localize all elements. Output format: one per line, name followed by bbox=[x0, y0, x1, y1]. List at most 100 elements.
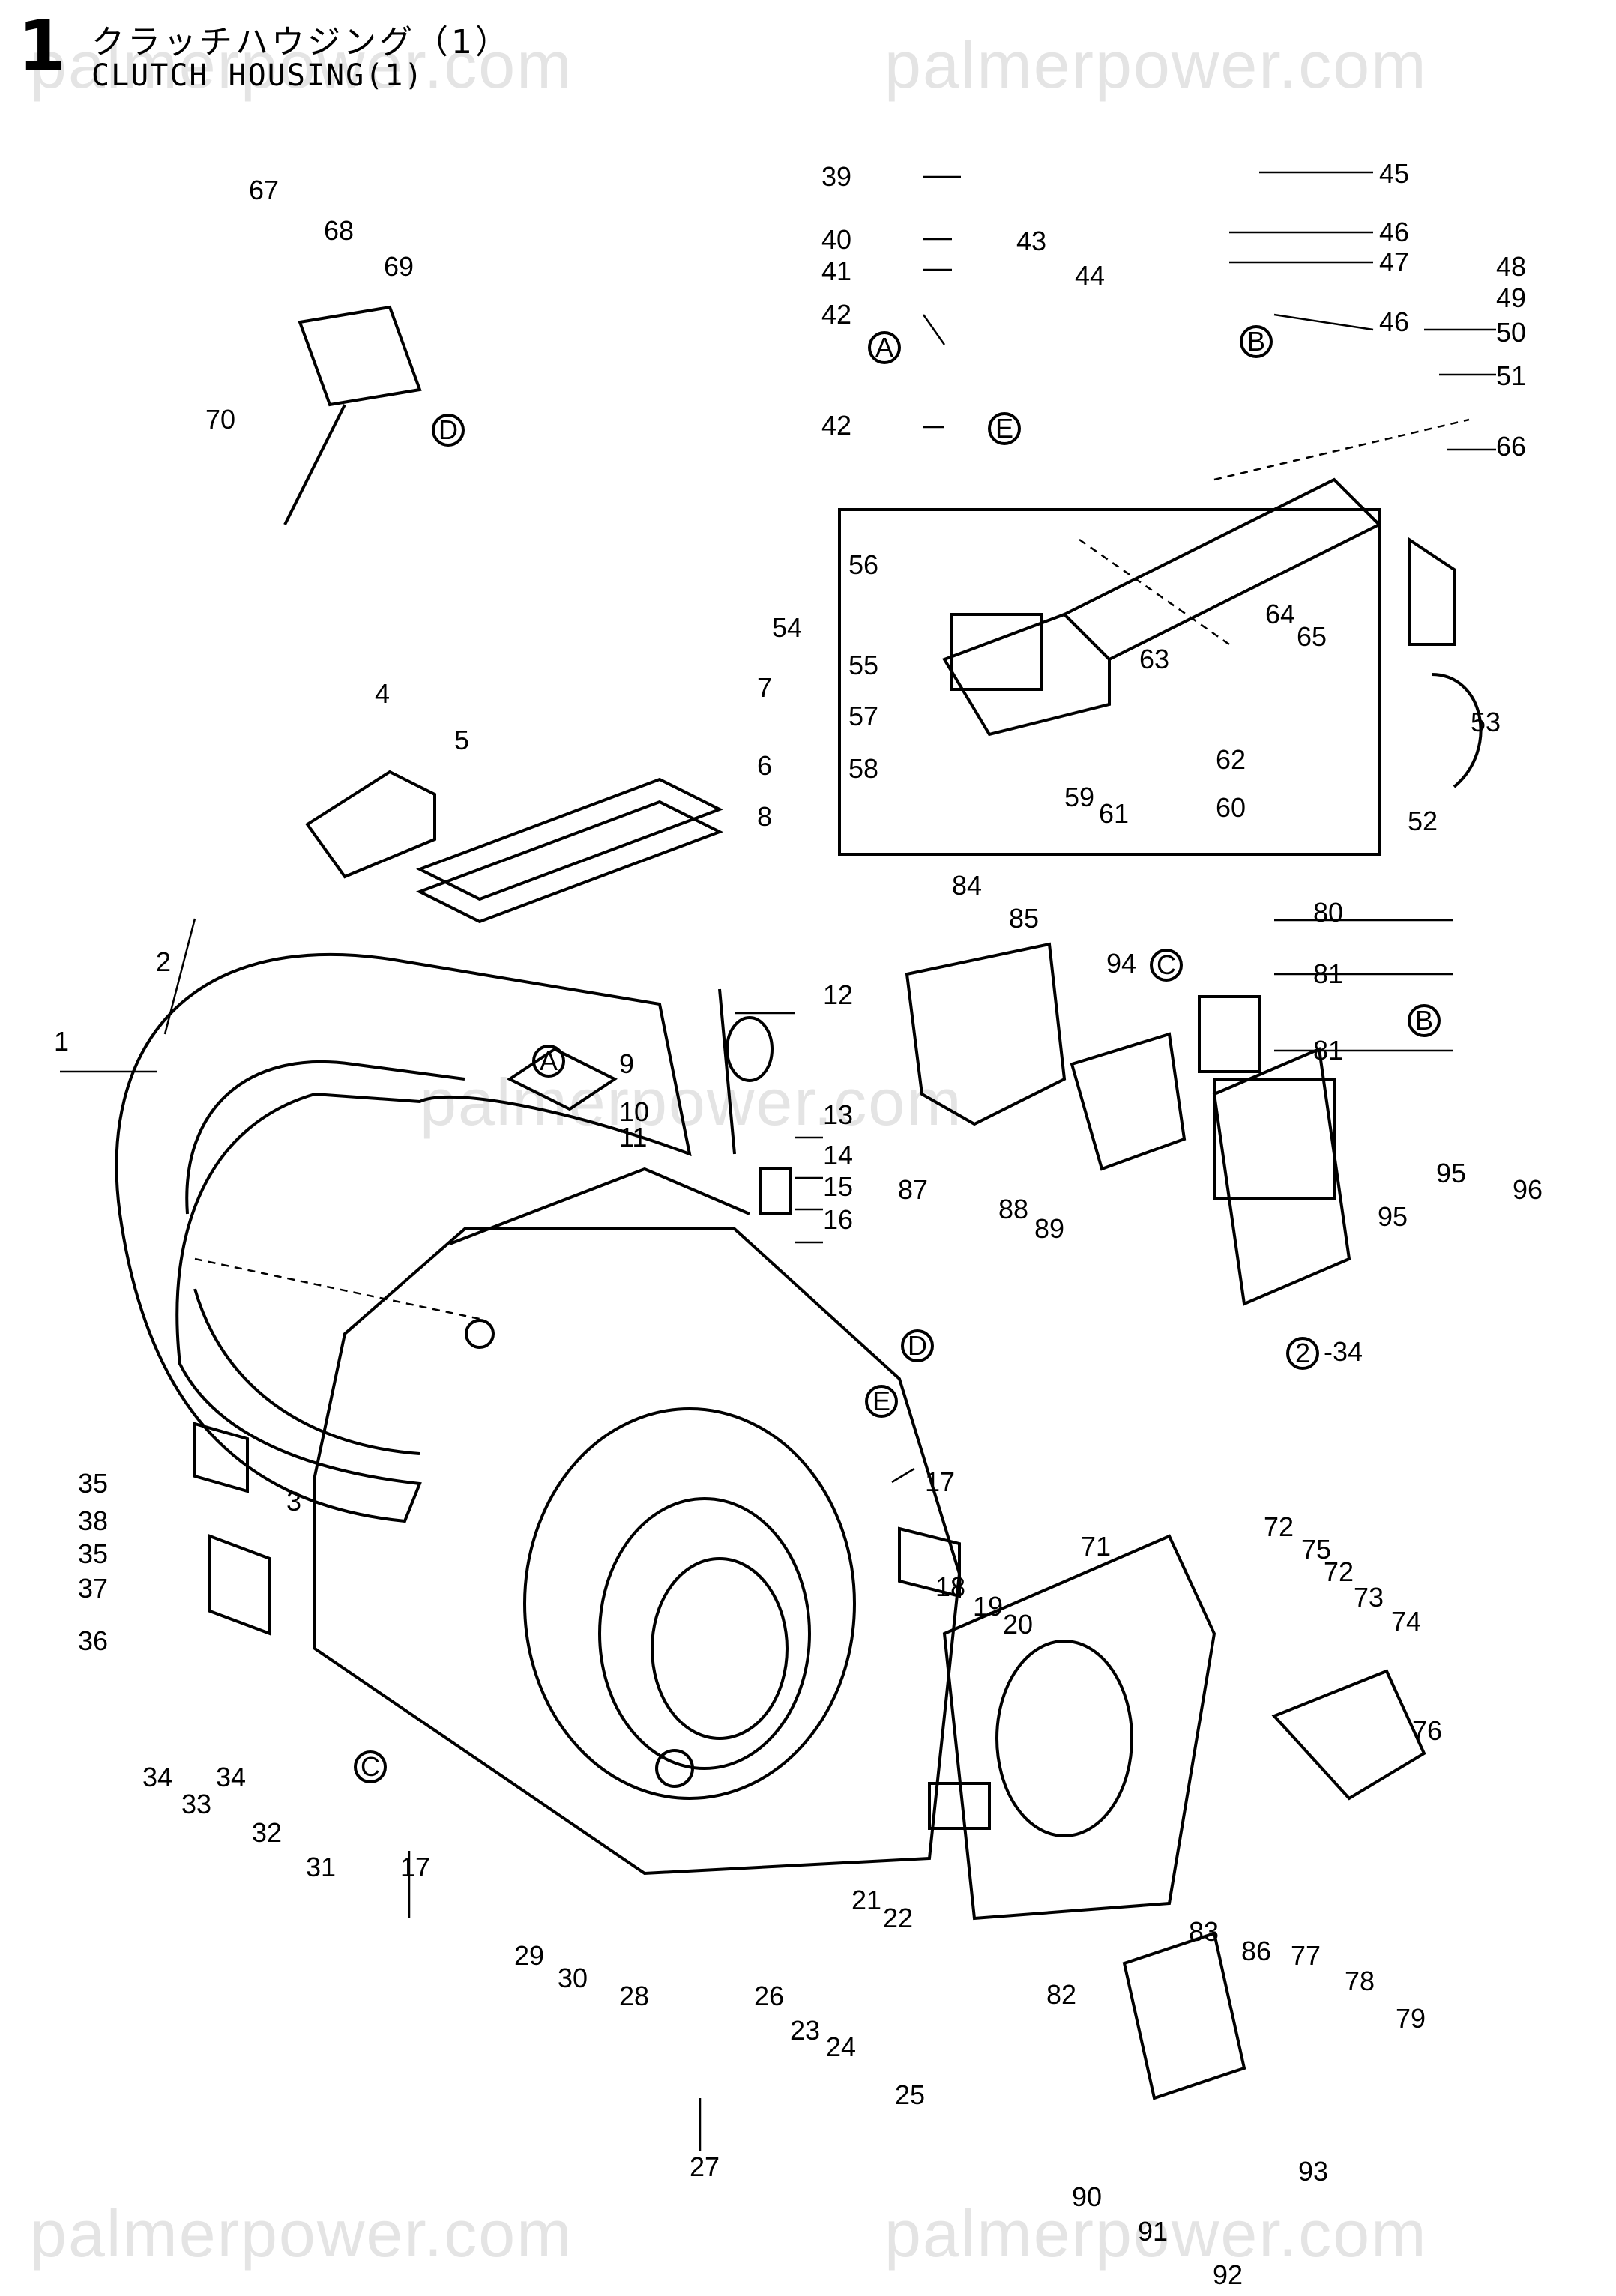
pump-bracket-parts bbox=[905, 942, 1351, 1306]
rear-cover-parts bbox=[942, 1534, 1426, 2100]
callout-30: 30 bbox=[558, 1963, 588, 1993]
callout-19: 19 bbox=[973, 1591, 1003, 1622]
page-title-japanese: クラッチハウジング（1） bbox=[91, 23, 511, 61]
callout-35-lower: 35 bbox=[78, 1538, 108, 1569]
main-clutch-housing bbox=[313, 1167, 962, 1876]
callout-58: 58 bbox=[848, 753, 878, 784]
svg-text:C: C bbox=[1157, 949, 1176, 980]
callout-24: 24 bbox=[826, 2031, 856, 2062]
callout-8: 8 bbox=[757, 801, 772, 832]
callout-21: 21 bbox=[851, 1885, 881, 1915]
callout-75: 75 bbox=[1301, 1534, 1331, 1565]
callout-46-upper: 46 bbox=[1379, 217, 1409, 247]
dipstick-and-filler-parts bbox=[507, 988, 792, 1215]
callout-59: 59 bbox=[1064, 782, 1094, 812]
callout-42-upper: 42 bbox=[821, 299, 851, 330]
circled-references: A A B B C C D D E E 2 bbox=[354, 325, 1441, 1783]
callout-43: 43 bbox=[1016, 226, 1046, 256]
svg-text:E: E bbox=[872, 1386, 890, 1416]
callout-67: 67 bbox=[249, 175, 279, 205]
callout-86: 86 bbox=[1241, 1936, 1271, 1966]
ref-D-mid: D bbox=[901, 1329, 934, 1362]
callout-40: 40 bbox=[821, 224, 851, 255]
ref-C-bottom: C bbox=[354, 1750, 387, 1783]
callout-31: 31 bbox=[306, 1852, 336, 1882]
callout-93: 93 bbox=[1298, 2156, 1328, 2187]
svg-text:A: A bbox=[540, 1045, 558, 1076]
callout-82: 82 bbox=[1046, 1979, 1076, 2010]
callout-92: 92 bbox=[1213, 2259, 1243, 2290]
callout-38: 38 bbox=[78, 1505, 108, 1536]
callout-60: 60 bbox=[1216, 792, 1246, 823]
ref-B-mid: B bbox=[1408, 1004, 1441, 1037]
callout-17-right: 17 bbox=[925, 1466, 955, 1497]
ref-E-mid: E bbox=[865, 1385, 898, 1418]
oil-cooler-assembly bbox=[838, 477, 1483, 856]
svg-text:D: D bbox=[438, 414, 458, 445]
callout-6: 6 bbox=[757, 750, 772, 781]
callout-34-right: 34 bbox=[216, 1762, 246, 1792]
callout-77: 77 bbox=[1291, 1940, 1321, 1971]
svg-text:B: B bbox=[1415, 1005, 1433, 1036]
callout-65: 65 bbox=[1297, 621, 1327, 652]
watermark-bottom-right: palmerpower.com bbox=[884, 2196, 1428, 2271]
callout-4: 4 bbox=[375, 678, 390, 709]
callout-45: 45 bbox=[1379, 158, 1409, 189]
callout-70: 70 bbox=[205, 404, 235, 435]
callout-32: 32 bbox=[252, 1817, 282, 1848]
svg-text:C: C bbox=[361, 1751, 380, 1782]
callout-87: 87 bbox=[898, 1174, 928, 1205]
inspection-cover bbox=[305, 770, 723, 924]
callout-90: 90 bbox=[1072, 2181, 1102, 2212]
callout-ref-suffix: -34 bbox=[1324, 1336, 1363, 1367]
callout-29: 29 bbox=[514, 1940, 544, 1971]
svg-text:E: E bbox=[995, 413, 1013, 444]
callout-57: 57 bbox=[848, 701, 878, 731]
phantom-lines bbox=[194, 418, 1470, 1320]
ref-E-top: E bbox=[988, 412, 1021, 445]
callout-5: 5 bbox=[454, 725, 469, 755]
callout-69: 69 bbox=[384, 251, 414, 282]
callout-37: 37 bbox=[78, 1573, 108, 1604]
callout-35-upper: 35 bbox=[78, 1468, 108, 1499]
callout-95-left: 95 bbox=[1378, 1201, 1408, 1232]
callout-47: 47 bbox=[1379, 247, 1409, 277]
callout-49: 49 bbox=[1496, 283, 1526, 313]
callout-20: 20 bbox=[1003, 1609, 1033, 1640]
callout-84: 84 bbox=[952, 870, 982, 901]
callout-25: 25 bbox=[895, 2079, 925, 2110]
svg-text:2: 2 bbox=[1295, 1338, 1310, 1368]
callout-76: 76 bbox=[1412, 1715, 1442, 1746]
callout-79: 79 bbox=[1396, 2003, 1426, 2034]
callout-61: 61 bbox=[1099, 798, 1129, 829]
callout-39: 39 bbox=[821, 161, 851, 192]
ref-A-top: A bbox=[868, 331, 901, 364]
callout-33: 33 bbox=[181, 1789, 211, 1819]
callout-85: 85 bbox=[1009, 903, 1039, 934]
figure-number: 1 bbox=[18, 6, 67, 86]
callout-96: 96 bbox=[1513, 1174, 1543, 1205]
callout-89: 89 bbox=[1034, 1213, 1064, 1244]
callout-46-lower: 46 bbox=[1379, 306, 1409, 337]
callout-51: 51 bbox=[1496, 360, 1526, 391]
leader-lines bbox=[60, 171, 1496, 2151]
callout-14: 14 bbox=[823, 1140, 853, 1170]
callout-2: 2 bbox=[156, 946, 171, 977]
callout-64: 64 bbox=[1265, 599, 1295, 629]
callout-78: 78 bbox=[1345, 1966, 1375, 1996]
callout-91: 91 bbox=[1138, 2216, 1168, 2247]
callout-7: 7 bbox=[757, 672, 772, 703]
ref-D-top: D bbox=[432, 414, 465, 447]
callout-41: 41 bbox=[821, 256, 851, 286]
callout-66: 66 bbox=[1496, 431, 1526, 462]
callout-95-right: 95 bbox=[1436, 1158, 1466, 1188]
callout-81-lower: 81 bbox=[1313, 1035, 1343, 1066]
callout-94: 94 bbox=[1106, 948, 1136, 979]
callout-22: 22 bbox=[883, 1903, 913, 1933]
svg-text:A: A bbox=[875, 332, 893, 363]
callout-18: 18 bbox=[935, 1571, 965, 1602]
callout-73: 73 bbox=[1354, 1582, 1384, 1613]
callout-48: 48 bbox=[1496, 251, 1526, 282]
callout-23: 23 bbox=[790, 2015, 820, 2046]
